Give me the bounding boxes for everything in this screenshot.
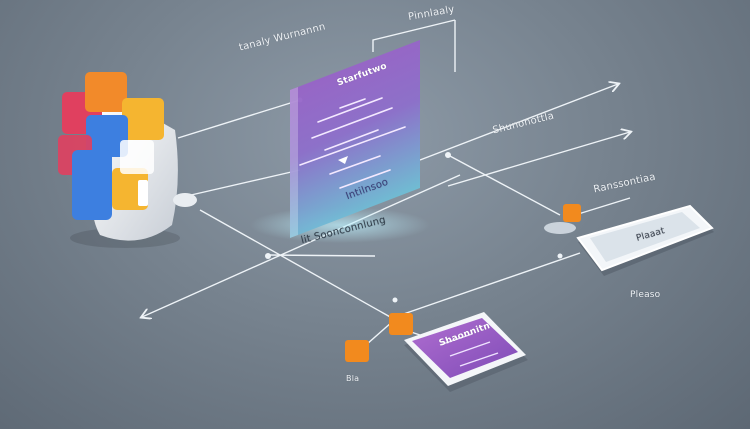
connector-lines: [142, 19, 631, 353]
line-node-to-phone: [574, 197, 631, 216]
purple-card-icon: [404, 312, 528, 392]
phone-device-icon: [576, 204, 714, 276]
line-diagonal-main: [199, 209, 393, 319]
line-left-arrow: [142, 174, 461, 317]
label-below-phone: Pleaso: [630, 290, 661, 300]
line-center-label: [267, 254, 376, 257]
central-panel: [250, 40, 430, 243]
label-bottom-cube: Bla: [346, 374, 360, 383]
line-top-bracket-left: [372, 19, 456, 52]
line-right-arrow-mid: [447, 132, 630, 187]
bottom-orange-cubes: [345, 313, 413, 362]
line-cube-to-phone: [391, 252, 581, 319]
line-robot-to-diagonal: [177, 169, 301, 199]
arrow-icon: [338, 156, 348, 164]
line-to-node-right: [447, 154, 561, 216]
line-robot-to-panel: [177, 99, 301, 139]
line-right-arrow-top: [419, 84, 618, 161]
orange-node-icon: [544, 204, 581, 234]
cube-stack-icon: [58, 72, 197, 248]
